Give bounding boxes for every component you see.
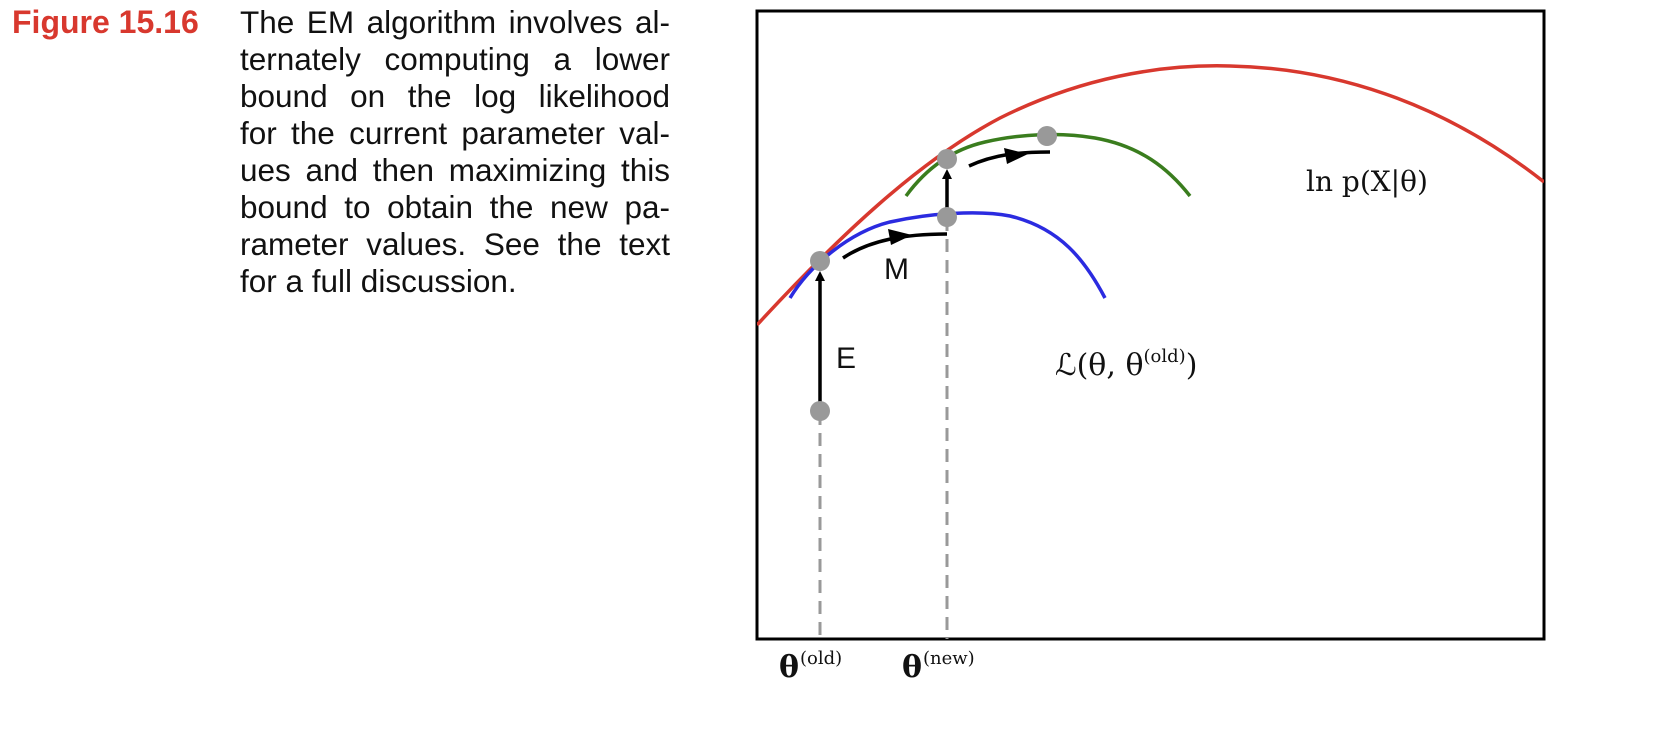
m-step-label: M <box>884 253 909 286</box>
point-theta-new-bound <box>937 207 957 227</box>
caption-line: for the current parameter val- <box>240 115 670 151</box>
svg-text:ℒ(θ, θ(old)): ℒ(θ, θ(old)) <box>1055 346 1197 383</box>
e-step-label: E <box>836 342 856 375</box>
svg-text:(old): (old) <box>800 648 842 669</box>
caption-line: ues and then maximizing this <box>240 152 670 188</box>
point-theta-old-bound <box>810 401 830 421</box>
figure-caption: The EM algorithm involves al- ternately … <box>240 4 670 300</box>
log-likelihood-curve <box>757 64 1544 327</box>
caption-line: bound to obtain the new pa- <box>240 189 670 225</box>
caption-line: for a full discussion. <box>240 263 517 299</box>
point-next-maximum <box>1037 126 1057 146</box>
svg-text:(new): (new) <box>923 648 975 669</box>
caption-line: bound on the log likelihood <box>240 78 670 114</box>
svg-text:θ: θ <box>779 650 799 685</box>
point-theta-old-likelihood <box>810 251 830 271</box>
point-theta-new-likelihood <box>937 149 957 169</box>
caption-line: rameter values. See the text <box>240 226 670 262</box>
m-step-arrow-head <box>888 229 912 245</box>
figure-label: Figure 15.16 <box>12 4 199 40</box>
caption-line: The EM algorithm involves al- <box>240 4 670 40</box>
log-likelihood-label: ln p(X|θ) <box>1306 165 1428 198</box>
theta-old-label: θ (old) <box>779 648 842 685</box>
theta-new-label: θ (new) <box>902 648 975 685</box>
m-step-arrow-2-head <box>1004 148 1028 164</box>
caption-line: ternately computing a lower <box>240 41 670 77</box>
lower-bound-label: ℒ(θ, θ(old)) <box>1055 346 1197 383</box>
plot-frame <box>755 9 1546 641</box>
m-step-arrow <box>842 232 948 260</box>
svg-text:θ: θ <box>902 650 922 685</box>
